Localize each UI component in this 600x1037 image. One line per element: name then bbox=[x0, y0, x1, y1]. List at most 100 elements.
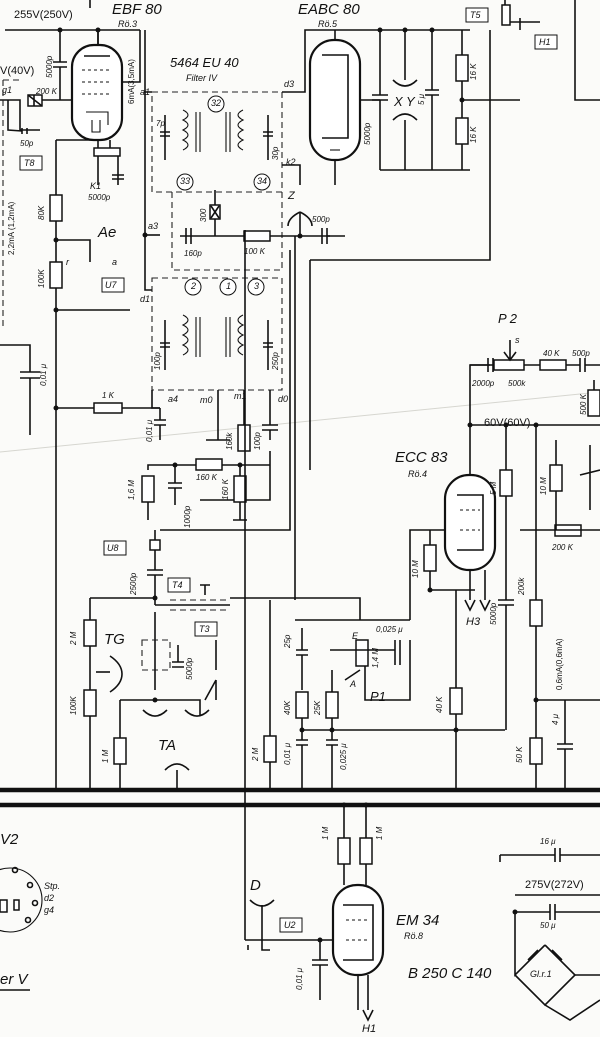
voltage-ecc83-plate: 60V(60V) bbox=[484, 417, 531, 429]
c-500p-top: 500p bbox=[312, 215, 330, 224]
pin-d3: d3 bbox=[284, 79, 295, 89]
r-5m: 5 M bbox=[489, 481, 498, 495]
voltage-supply: 275V(272V) bbox=[525, 879, 584, 891]
c-4u: 4 μ bbox=[551, 713, 560, 725]
r-10m-a: 10 M bbox=[411, 560, 420, 578]
tube-eabc80 bbox=[308, 38, 362, 162]
label-h3: H3 bbox=[466, 616, 481, 628]
label-ta: TA bbox=[158, 737, 177, 754]
c-25p: 25p bbox=[283, 634, 292, 648]
tube-em34-type: EM 34 bbox=[396, 912, 440, 929]
label-tg: TG bbox=[104, 631, 125, 648]
pin-a-p1: A bbox=[350, 679, 357, 689]
pin-m0: m0 bbox=[200, 395, 213, 405]
label-rectifier-type: B 250 C 140 bbox=[408, 965, 492, 982]
label-h1: H1 bbox=[362, 1023, 377, 1035]
r-160k-b: 160 K bbox=[196, 473, 217, 482]
c-16u: 16 μ bbox=[540, 837, 556, 846]
r-40k-a: 40K bbox=[283, 700, 292, 715]
label-k1: K1 bbox=[90, 181, 102, 191]
c-001-p1: 0,01 μ bbox=[283, 742, 292, 765]
tube-ecc83-type: ECC 83 bbox=[395, 449, 448, 466]
c-250p: 250p bbox=[271, 352, 280, 370]
r-100k-a: 100K bbox=[37, 269, 46, 288]
pin-e: E bbox=[352, 631, 359, 641]
pin-g4: g4 bbox=[44, 905, 55, 915]
r-160k-a: 160k bbox=[225, 432, 234, 450]
circle-1: 1 bbox=[226, 281, 232, 291]
c-500p-p2: 500p bbox=[572, 349, 590, 358]
tube-ecc83-ref: Rö.4 bbox=[408, 469, 428, 479]
r-40k-c: 40 K bbox=[543, 349, 560, 358]
c-100p-b: 100p bbox=[253, 432, 262, 450]
current-em: 2,2mA (1,2mA) bbox=[7, 201, 16, 255]
c-001-mid: 0,01 μ bbox=[145, 419, 154, 442]
c-30p: 30p bbox=[271, 146, 280, 160]
circle-3: 3 bbox=[254, 281, 260, 291]
c-001-em: 0,01 μ bbox=[295, 967, 304, 990]
c-50p: 50p bbox=[20, 139, 34, 148]
r-50k: 50 K bbox=[515, 746, 524, 763]
r-500k-right: 500 K bbox=[579, 394, 588, 415]
r-16k-b: 16 K bbox=[469, 126, 478, 143]
pin-a4: a4 bbox=[168, 394, 179, 404]
c-2000p: 2000p bbox=[472, 379, 495, 388]
box-h1: H1 bbox=[539, 37, 551, 47]
box-u2: U2 bbox=[284, 920, 296, 930]
label-z: Z bbox=[288, 190, 295, 202]
r-16m: 1,6 M bbox=[127, 479, 136, 500]
circle-33: 33 bbox=[180, 176, 191, 186]
reference-boxes bbox=[19, 7, 558, 933]
circle-2: 2 bbox=[191, 281, 197, 291]
c-100p-a: 100p bbox=[153, 352, 162, 370]
r-14m: 1,4 M bbox=[371, 647, 380, 668]
box-u7: U7 bbox=[105, 280, 117, 290]
tube-ebf80-ref: Rö.3 bbox=[118, 19, 138, 29]
pin-g1: g1 bbox=[2, 85, 13, 95]
pin-stp: Stp. bbox=[44, 881, 61, 891]
voltage-top-left: 255V(250V) bbox=[14, 9, 73, 21]
r-10m-b: 10 M bbox=[539, 477, 548, 495]
tube-ebf80-type: EBF 80 bbox=[112, 1, 162, 18]
label-p2: P 2 bbox=[498, 311, 518, 326]
circle-34: 34 bbox=[257, 176, 268, 186]
label-xy: X Y bbox=[394, 94, 415, 109]
tube-em34 bbox=[331, 883, 385, 977]
pin-d2: d2 bbox=[44, 893, 55, 903]
tube-ebf80 bbox=[70, 43, 124, 142]
c-5000p-k: 5000p bbox=[88, 193, 111, 202]
c-1000p: 1000p bbox=[183, 505, 192, 528]
pin-a3: a3 bbox=[148, 221, 159, 231]
pin-a1: a1 bbox=[140, 87, 151, 97]
tube-eabc80-type: EABC 80 bbox=[298, 1, 360, 18]
label-ae: Ae bbox=[98, 224, 117, 241]
current-ecc: 0,6mA(0,6mA) bbox=[555, 638, 564, 690]
c-5000p-tg: 5000p bbox=[185, 657, 194, 680]
box-t3: T3 bbox=[199, 624, 210, 634]
c-0025u-a: 0,025 μ bbox=[376, 625, 403, 634]
r-40k-b: 40 K bbox=[435, 696, 444, 713]
r-100k-b: 100 K bbox=[244, 247, 265, 256]
c-001-left: 0,01 μ bbox=[39, 363, 48, 386]
r-100k-c: 100K bbox=[69, 696, 78, 715]
r-1m-b: 1 M bbox=[321, 826, 330, 840]
r-500k: 500k bbox=[508, 379, 526, 388]
c-7p: 7p bbox=[156, 119, 165, 128]
pin-d1: d1 bbox=[140, 294, 151, 304]
voltage-left-mid: V(40V) bbox=[0, 65, 35, 77]
pin-s: s bbox=[515, 335, 520, 345]
r-200k-b: 200k bbox=[517, 577, 526, 595]
r-16k-a: 16 K bbox=[469, 63, 478, 80]
filter-subtitle: Filter IV bbox=[186, 73, 218, 83]
current-ebf80: 6mA(3,5mA) bbox=[127, 59, 136, 104]
r-1m-c: 1 M bbox=[375, 826, 384, 840]
box-t4: T4 bbox=[172, 580, 183, 590]
r-25k: 25K bbox=[313, 700, 322, 715]
tube-em34-ref: Rö.8 bbox=[404, 931, 424, 941]
pin-r: r bbox=[66, 257, 69, 267]
circle-32: 32 bbox=[211, 98, 222, 108]
c-5000p-ecc: 5000p bbox=[489, 602, 498, 625]
pin-a: a bbox=[112, 257, 118, 267]
